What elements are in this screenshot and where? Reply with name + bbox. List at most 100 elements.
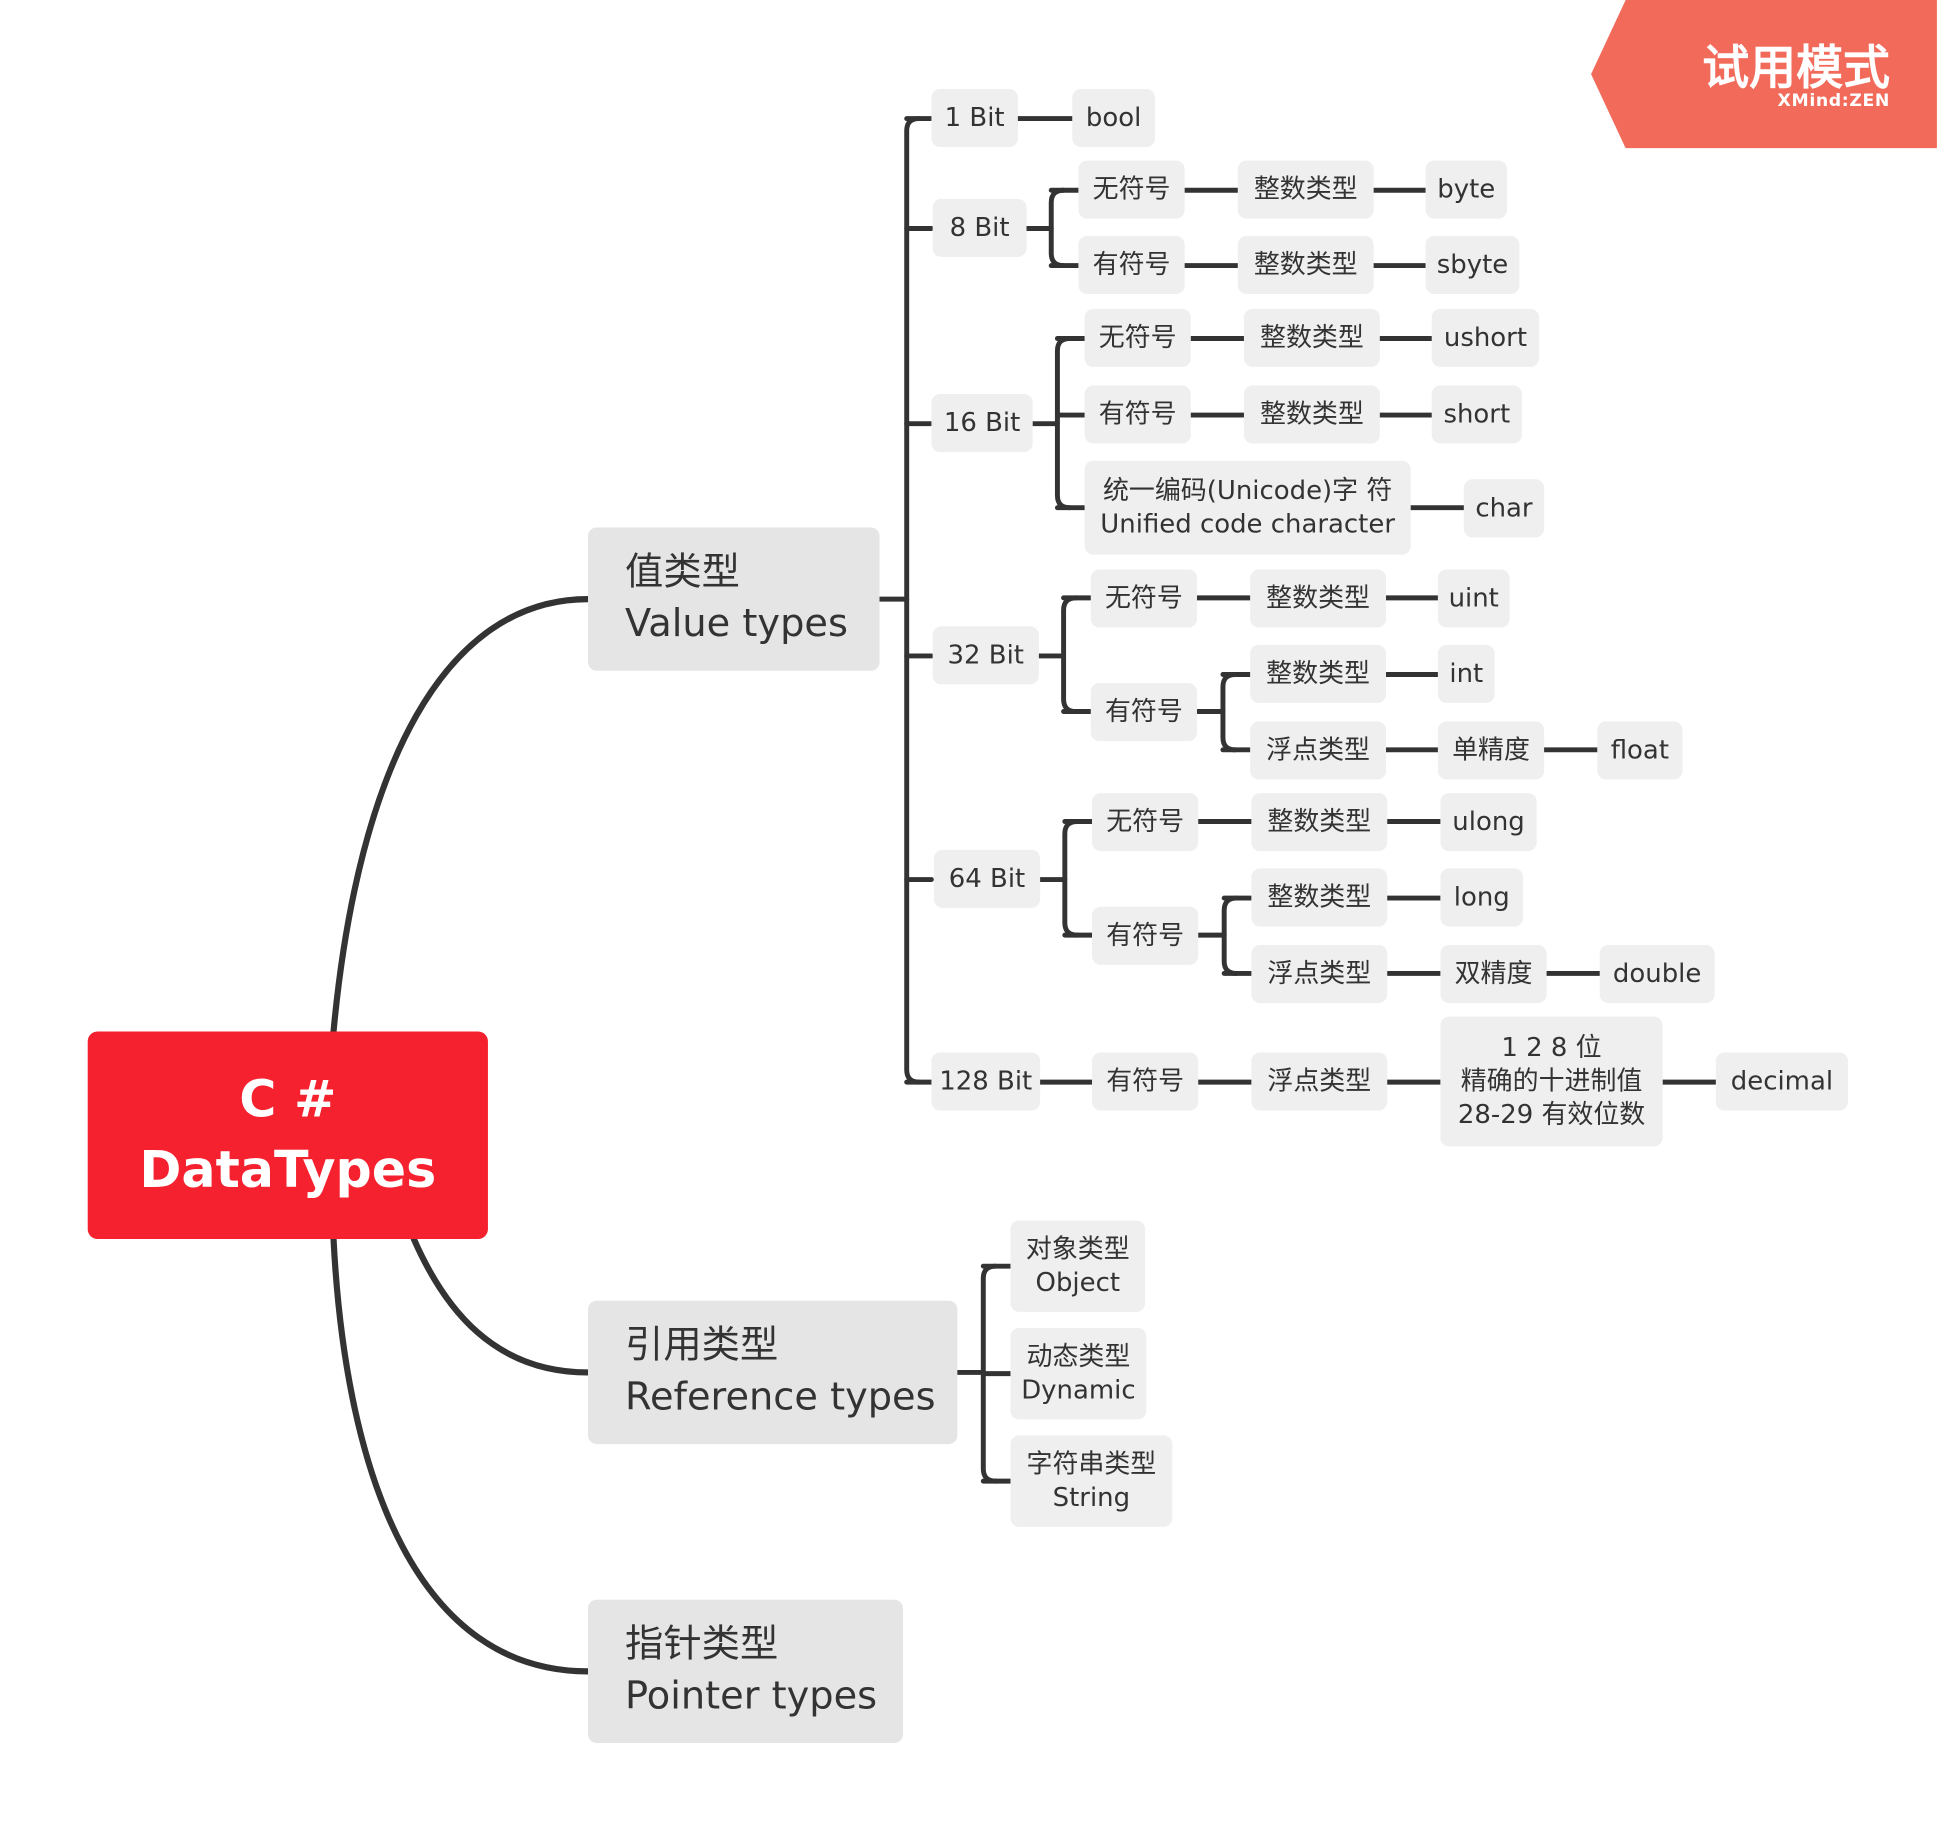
sbyte-node[interactable]: sbyte <box>1425 235 1520 295</box>
b64-signed-node[interactable]: 有符号 <box>1092 906 1199 965</box>
bit-128-node[interactable]: 128 Bit <box>931 1052 1041 1111</box>
root-to-pointer-curve <box>330 1235 592 1675</box>
reference-types-en: Reference types <box>625 1374 936 1420</box>
b16-unsigned-label: 无符号 <box>1098 322 1177 352</box>
byte-node[interactable]: byte <box>1425 160 1508 219</box>
b16-signed-node[interactable]: 有符号 <box>1084 385 1191 444</box>
b64-signed-bracket-bar <box>1221 895 1240 976</box>
bit-32-label: 32 Bit <box>947 639 1024 670</box>
b32-signed-integer-node[interactable]: 整数类型 <box>1250 644 1387 703</box>
ulong-node[interactable]: ulong <box>1440 793 1537 852</box>
root-to-reference-curve <box>410 1235 592 1376</box>
long-label: long <box>1453 881 1510 912</box>
dynamic-type-zh: 动态类型 <box>1026 1341 1131 1371</box>
b8-signed-integer-label: 整数类型 <box>1253 249 1358 280</box>
double-precision-node[interactable]: 双精度 <box>1440 945 1547 1004</box>
ushort-label: ushort <box>1443 322 1528 352</box>
short-node[interactable]: short <box>1431 385 1522 444</box>
object-type-zh: 对象类型 <box>1025 1233 1130 1264</box>
b32-signed-float-label: 浮点类型 <box>1266 734 1370 765</box>
decimal-precision-line2: 精确的十进制值 <box>1460 1065 1643 1096</box>
unicode-char-en: Unified code character <box>1100 508 1395 539</box>
value-bracket-bar <box>904 116 922 1085</box>
bit-16-node[interactable]: 16 Bit <box>931 394 1033 453</box>
root-node[interactable]: C # DataTypes <box>87 1031 488 1240</box>
unicode-char-zh: 统一编码(Unicode)字 符 <box>1102 475 1393 505</box>
b32-bracket-bar <box>1061 595 1079 715</box>
b32-signed-float-node[interactable]: 浮点类型 <box>1250 721 1387 780</box>
pointer-types-en: Pointer types <box>625 1673 878 1719</box>
b32-unsigned-integer-label: 整数类型 <box>1266 582 1370 613</box>
b16-unsigned-node[interactable]: 无符号 <box>1084 308 1191 367</box>
unicode-char-node[interactable]: 统一编码(Unicode)字 符 Unified code character <box>1084 460 1411 555</box>
b64-signed-float-node[interactable]: 浮点类型 <box>1251 945 1388 1004</box>
double-precision-label: 双精度 <box>1454 958 1533 989</box>
reference-types-zh: 引用类型 <box>625 1323 779 1368</box>
decimal-precision-node[interactable]: 1 2 8 位 精确的十进制值 28-29 有效位数 <box>1440 1016 1663 1147</box>
b128-float-label: 浮点类型 <box>1267 1065 1372 1096</box>
bit-64-node[interactable]: 64 Bit <box>933 849 1041 908</box>
byte-label: byte <box>1437 174 1496 204</box>
trial-mode-badge[interactable]: 试用模式 XMind:ZEN <box>1591 0 1937 149</box>
b8-unsigned-label: 无符号 <box>1092 174 1171 204</box>
int-node[interactable]: int <box>1437 644 1495 703</box>
b64-signed-label: 有符号 <box>1106 920 1185 950</box>
b32-unsigned-integer-node[interactable]: 整数类型 <box>1250 569 1387 628</box>
pointer-types-node[interactable]: 指针类型 Pointer types <box>588 1599 904 1744</box>
b64-unsigned-integer-node[interactable]: 整数类型 <box>1251 793 1388 852</box>
long-node[interactable]: long <box>1440 868 1524 927</box>
single-precision-node[interactable]: 单精度 <box>1437 721 1545 780</box>
b8-signed-node[interactable]: 有符号 <box>1078 235 1185 295</box>
b8-unsigned-integer-label: 整数类型 <box>1253 174 1358 204</box>
bool-node[interactable]: bool <box>1072 88 1156 148</box>
b128-signed-node[interactable]: 有符号 <box>1092 1052 1199 1111</box>
short-label: short <box>1443 398 1511 429</box>
float-node[interactable]: float <box>1597 721 1683 780</box>
b32-signed-label: 有符号 <box>1104 696 1183 727</box>
bit-1-node[interactable]: 1 Bit <box>931 88 1018 148</box>
bit-8-label: 8 Bit <box>949 212 1010 243</box>
object-type-node[interactable]: 对象类型 Object <box>1010 1220 1146 1312</box>
char-node[interactable]: char <box>1463 479 1545 538</box>
b64-signed-integer-node[interactable]: 整数类型 <box>1251 868 1388 927</box>
b128-float-node[interactable]: 浮点类型 <box>1251 1052 1388 1111</box>
b32-signed-node[interactable]: 有符号 <box>1090 683 1198 742</box>
b16-bracket-bar <box>1054 336 1073 511</box>
decimal-node[interactable]: decimal <box>1715 1052 1849 1111</box>
reference-types-node[interactable]: 引用类型 Reference types <box>588 1300 958 1445</box>
b8-signed-label: 有符号 <box>1092 249 1171 280</box>
double-node[interactable]: double <box>1599 945 1715 1004</box>
b32-unsigned-node[interactable]: 无符号 <box>1090 569 1198 628</box>
decimal-label: decimal <box>1730 1065 1834 1096</box>
pointer-types-zh: 指针类型 <box>625 1622 779 1667</box>
string-type-node[interactable]: 字符串类型 String <box>1010 1435 1173 1527</box>
float-label: float <box>1610 734 1670 765</box>
bit-8-node[interactable]: 8 Bit <box>932 198 1027 257</box>
object-type-en: Object <box>1035 1267 1121 1298</box>
bit-128-label: 128 Bit <box>939 1065 1033 1096</box>
b64-unsigned-label: 无符号 <box>1106 806 1185 837</box>
dynamic-type-node[interactable]: 动态类型 Dynamic <box>1010 1327 1147 1420</box>
xmind-zen-label: XMind:ZEN <box>1777 91 1891 112</box>
b16-signed-label: 有符号 <box>1098 398 1177 429</box>
b8-unsigned-node[interactable]: 无符号 <box>1078 160 1185 219</box>
b64-bracket-bar <box>1062 819 1080 938</box>
b32-signed-integer-label: 整数类型 <box>1266 658 1370 688</box>
b128-signed-label: 有符号 <box>1106 1065 1185 1096</box>
b16-unsigned-integer-node[interactable]: 整数类型 <box>1243 308 1380 367</box>
value-types-node[interactable]: 值类型 Value types <box>588 527 880 671</box>
int-label: int <box>1449 658 1484 688</box>
trial-mode-title: 试用模式 <box>1702 40 1891 96</box>
b64-unsigned-node[interactable]: 无符号 <box>1092 793 1199 852</box>
bit-32-node[interactable]: 32 Bit <box>932 626 1039 685</box>
badge-shape <box>1591 0 1937 149</box>
b8-unsigned-integer-node[interactable]: 整数类型 <box>1237 160 1374 219</box>
sbyte-label: sbyte <box>1436 249 1509 280</box>
string-type-en: String <box>1052 1482 1131 1513</box>
b8-signed-integer-node[interactable]: 整数类型 <box>1237 235 1374 295</box>
uint-node[interactable]: uint <box>1437 569 1510 628</box>
b16-signed-integer-node[interactable]: 整数类型 <box>1243 385 1380 444</box>
ushort-node[interactable]: ushort <box>1431 308 1540 367</box>
